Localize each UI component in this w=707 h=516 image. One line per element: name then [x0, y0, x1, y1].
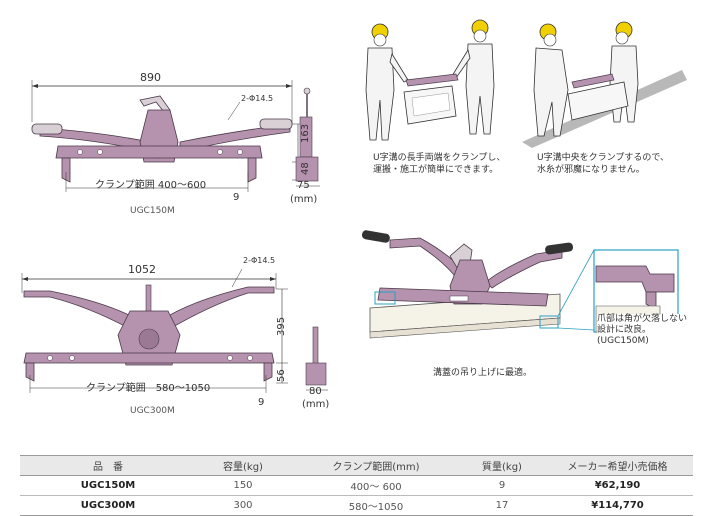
ugc300-side-dim: 80 — [309, 386, 322, 397]
ugc150-hole-dim: 2-Φ14.5 — [241, 94, 274, 103]
ugc150-lower-dim: 48 — [300, 162, 311, 175]
cell-price: ¥62,190 — [542, 475, 693, 496]
ugc300-width-dim: 1052 — [128, 263, 156, 276]
ugc150-model-label: UGC150M — [130, 206, 175, 216]
table-header-row: 品 番 容量(kg) クランプ範囲(mm) 質量(kg) メーカー希望小売価格 — [20, 455, 693, 476]
ugc150-side-dim: 75 — [297, 180, 310, 191]
detail-caption: 爪部は角が欠落しない 設計に改良。 (UGC150M) — [597, 314, 688, 347]
spec-table: 品 番 容量(kg) クランプ範囲(mm) 質量(kg) メーカー希望小売価格 … — [20, 455, 693, 516]
col-header-clamp-range: クランプ範囲(mm) — [290, 455, 462, 476]
ugc300-clamp-label: クランプ範囲 580〜1050 — [86, 383, 211, 394]
usage-illustration — [361, 230, 679, 339]
ugc300-lower-dim: 56 — [276, 369, 287, 382]
cell-capacity: 300 — [196, 495, 290, 516]
ugc300-offset-dim: 9 — [258, 397, 265, 408]
ugc150-unit: (mm) — [290, 194, 318, 205]
workers-illustration-left — [365, 19, 495, 141]
cell-part-no: UGC300M — [20, 495, 196, 516]
ugc150-offset-dim: 9 — [233, 192, 240, 203]
cell-clamp-range: 400〜 600 — [290, 475, 462, 496]
col-header-price: メーカー希望小売価格 — [542, 455, 693, 476]
col-header-mass: 質量(kg) — [462, 455, 542, 476]
cell-price: ¥114,770 — [542, 495, 693, 516]
cell-part-no: UGC150M — [20, 475, 196, 496]
table-row: UGC300M 300 580〜1050 17 ¥114,770 — [20, 495, 693, 516]
workers-illustration-right — [522, 21, 687, 148]
cell-clamp-range: 580〜1050 — [290, 495, 462, 516]
cell-capacity: 150 — [196, 475, 290, 496]
table-row: UGC150M 150 400〜 600 9 ¥62,190 — [20, 475, 693, 496]
ugc300-unit: (mm) — [302, 399, 330, 410]
caption-bottom: 溝蓋の吊り上げに最適。 — [433, 368, 533, 378]
ugc300-model-label: UGC300M — [130, 406, 175, 416]
cell-mass: 9 — [462, 475, 542, 496]
ugc150-clamp-label: クランプ範囲 400〜600 — [95, 180, 207, 191]
caption-left: U字溝の長手両端をクランプし、 運搬・施工が簡単にできます。 — [373, 153, 506, 175]
ugc300-hole-dim: 2-Φ14.5 — [243, 256, 276, 265]
ugc150-drawing — [31, 80, 320, 192]
ugc150-width-dim: 890 — [140, 71, 161, 84]
cell-mass: 17 — [462, 495, 542, 516]
ugc150-height-dim: 163 — [300, 123, 311, 143]
ugc300-height-dim: 395 — [276, 316, 287, 336]
col-header-part-no: 品 番 — [20, 455, 196, 476]
col-header-capacity: 容量(kg) — [196, 455, 290, 476]
ugc300-drawing — [21, 268, 328, 393]
caption-right: U字溝中央をクランプするので、 水糸が邪魔になりません。 — [537, 153, 669, 175]
